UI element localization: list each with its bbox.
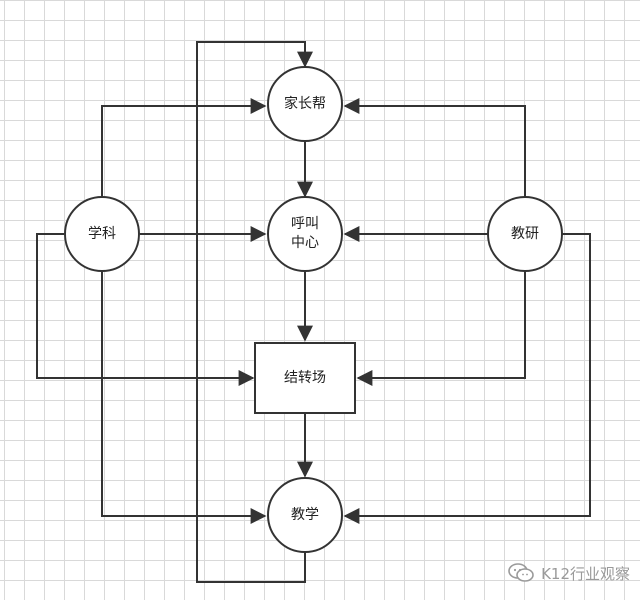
wechat-icon xyxy=(508,563,534,582)
node-research-label: 教研 xyxy=(511,226,539,242)
node-parent-help-label: 家长帮 xyxy=(284,96,326,112)
edge-teaching-loop-to-parent-help xyxy=(196,41,313,583)
node-research xyxy=(487,196,563,272)
node-call-center-label: 呼叫 中心 xyxy=(291,216,319,251)
node-transfer-label: 结转场 xyxy=(284,370,326,386)
node-teaching-label: 教学 xyxy=(291,507,319,523)
watermark-text: K12行业观察 xyxy=(541,564,630,583)
edge-research-to-parent-help xyxy=(343,98,526,198)
watermark: K12行业观察 xyxy=(507,560,630,586)
node-subject-label: 学科 xyxy=(88,226,116,242)
edge-subject-to-parent-help xyxy=(101,98,267,198)
edge-research-to-transfer xyxy=(356,270,526,386)
edge-subject-to-teaching xyxy=(101,270,267,524)
node-parent-help xyxy=(267,66,343,142)
node-call-center xyxy=(267,196,343,272)
node-teaching xyxy=(267,477,343,553)
node-transfer xyxy=(254,342,356,414)
edge-research-to-teaching xyxy=(343,233,591,524)
edge-subject-to-transfer xyxy=(36,233,255,386)
node-subject xyxy=(64,196,140,272)
